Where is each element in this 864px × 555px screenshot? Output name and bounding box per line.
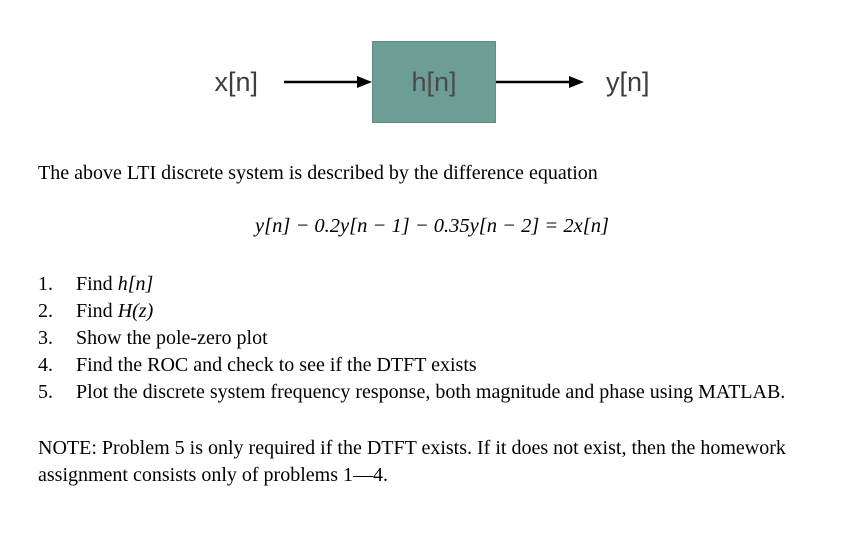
- problem-text-plain: Find: [76, 273, 118, 295]
- arrow-right-icon: [284, 76, 372, 88]
- problem-number: 5.: [38, 381, 53, 403]
- difference-equation: y[n] − 0.2y[n − 1] − 0.35y[n − 2] = 2x[n…: [255, 215, 609, 237]
- problem-text-plain: Show the pole-zero plot: [76, 327, 268, 349]
- problem-math: h[n]: [117, 273, 154, 295]
- problem-item-5: 5. Plot the discrete system frequency re…: [38, 379, 864, 406]
- problem-text-plain: Find: [76, 300, 118, 322]
- problem-text: Find the ROC and check to see if the DTF…: [76, 352, 808, 379]
- problem-text: Find h[n]: [76, 271, 808, 298]
- note-text: NOTE: Problem 5 is only required if the …: [38, 437, 786, 486]
- problem-item-2: 2. Find H(z): [38, 298, 864, 325]
- problem-math: H(z): [117, 300, 154, 322]
- input-signal-label: x[n]: [214, 66, 258, 97]
- problem-item-3: 3. Show the pole-zero plot: [38, 325, 864, 352]
- problem-text: Plot the discrete system frequency respo…: [76, 379, 808, 406]
- problem-list: 1. Find h[n] 2. Find H(z) 3. Show the po…: [0, 271, 864, 406]
- problem-number: 4.: [38, 354, 53, 376]
- problem-text-plain: Plot the discrete system frequency respo…: [76, 381, 786, 403]
- problem-text: Show the pole-zero plot: [76, 325, 808, 352]
- problem-item-1: 1. Find h[n]: [38, 271, 864, 298]
- problem-item-4: 4. Find the ROC and check to see if the …: [38, 352, 864, 379]
- block-diagram: x[n] h[n] y[n]: [0, 40, 864, 124]
- intro-text: The above LTI discrete system is describ…: [38, 162, 598, 184]
- problem-number: 2.: [38, 300, 53, 322]
- problem-text-plain: Find the ROC and check to see if the DTF…: [76, 354, 477, 376]
- system-block: h[n]: [372, 41, 496, 123]
- output-signal-label: y[n]: [606, 66, 650, 97]
- problem-number: 3.: [38, 327, 53, 349]
- arrow-right-icon: [496, 76, 584, 88]
- system-block-label: h[n]: [411, 66, 457, 97]
- problem-text: Find H(z): [76, 298, 808, 325]
- problem-number: 1.: [38, 273, 53, 295]
